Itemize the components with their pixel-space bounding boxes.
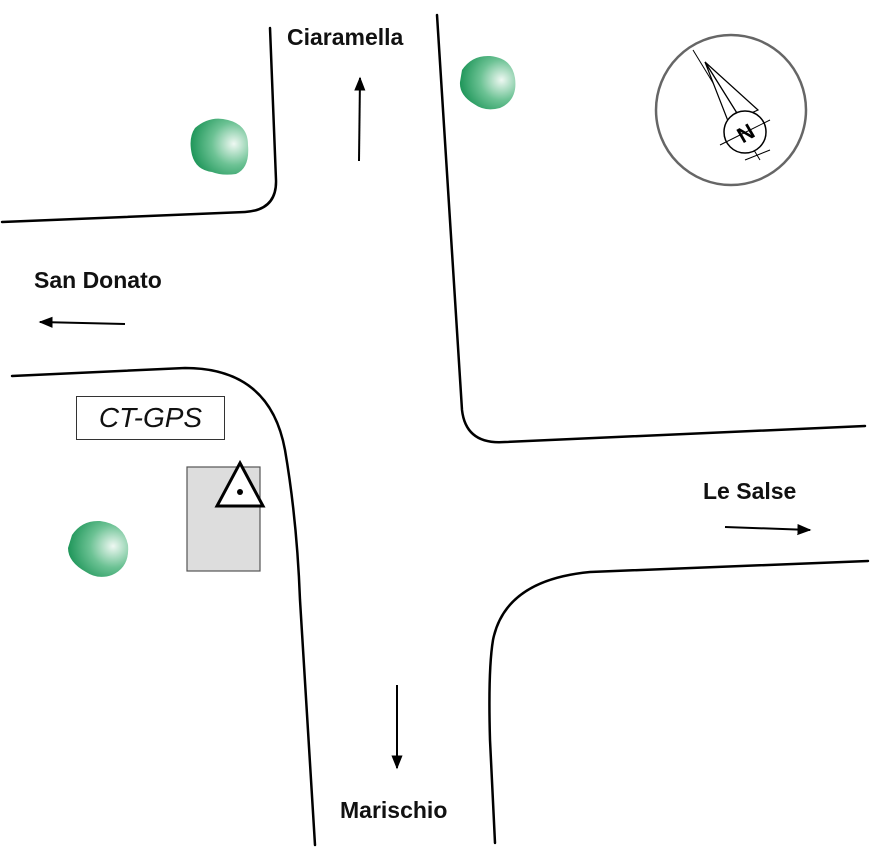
road-edge-northeast <box>435 13 867 444</box>
triangle-dot-benchmark-icon <box>214 459 266 508</box>
road-edge-northwest <box>0 26 278 224</box>
arrow-north-icon <box>354 76 366 162</box>
destination-label-east: Le Salse <box>703 478 797 504</box>
road-edge-southwest <box>10 366 317 847</box>
road-edge-southeast <box>488 559 870 845</box>
tree-icon <box>68 520 129 577</box>
destination-label-south: Marischio <box>340 797 448 823</box>
compass-rose-icon: N <box>654 33 808 187</box>
tree-icon <box>459 55 516 110</box>
destination-label-west: San Donato <box>34 267 162 293</box>
destination-label-north: Ciaramella <box>287 24 404 50</box>
tree-icon <box>190 118 249 175</box>
arrow-west-icon <box>38 316 126 328</box>
station-name-label: CT-GPS <box>76 396 225 440</box>
arrow-east-icon <box>724 523 812 536</box>
